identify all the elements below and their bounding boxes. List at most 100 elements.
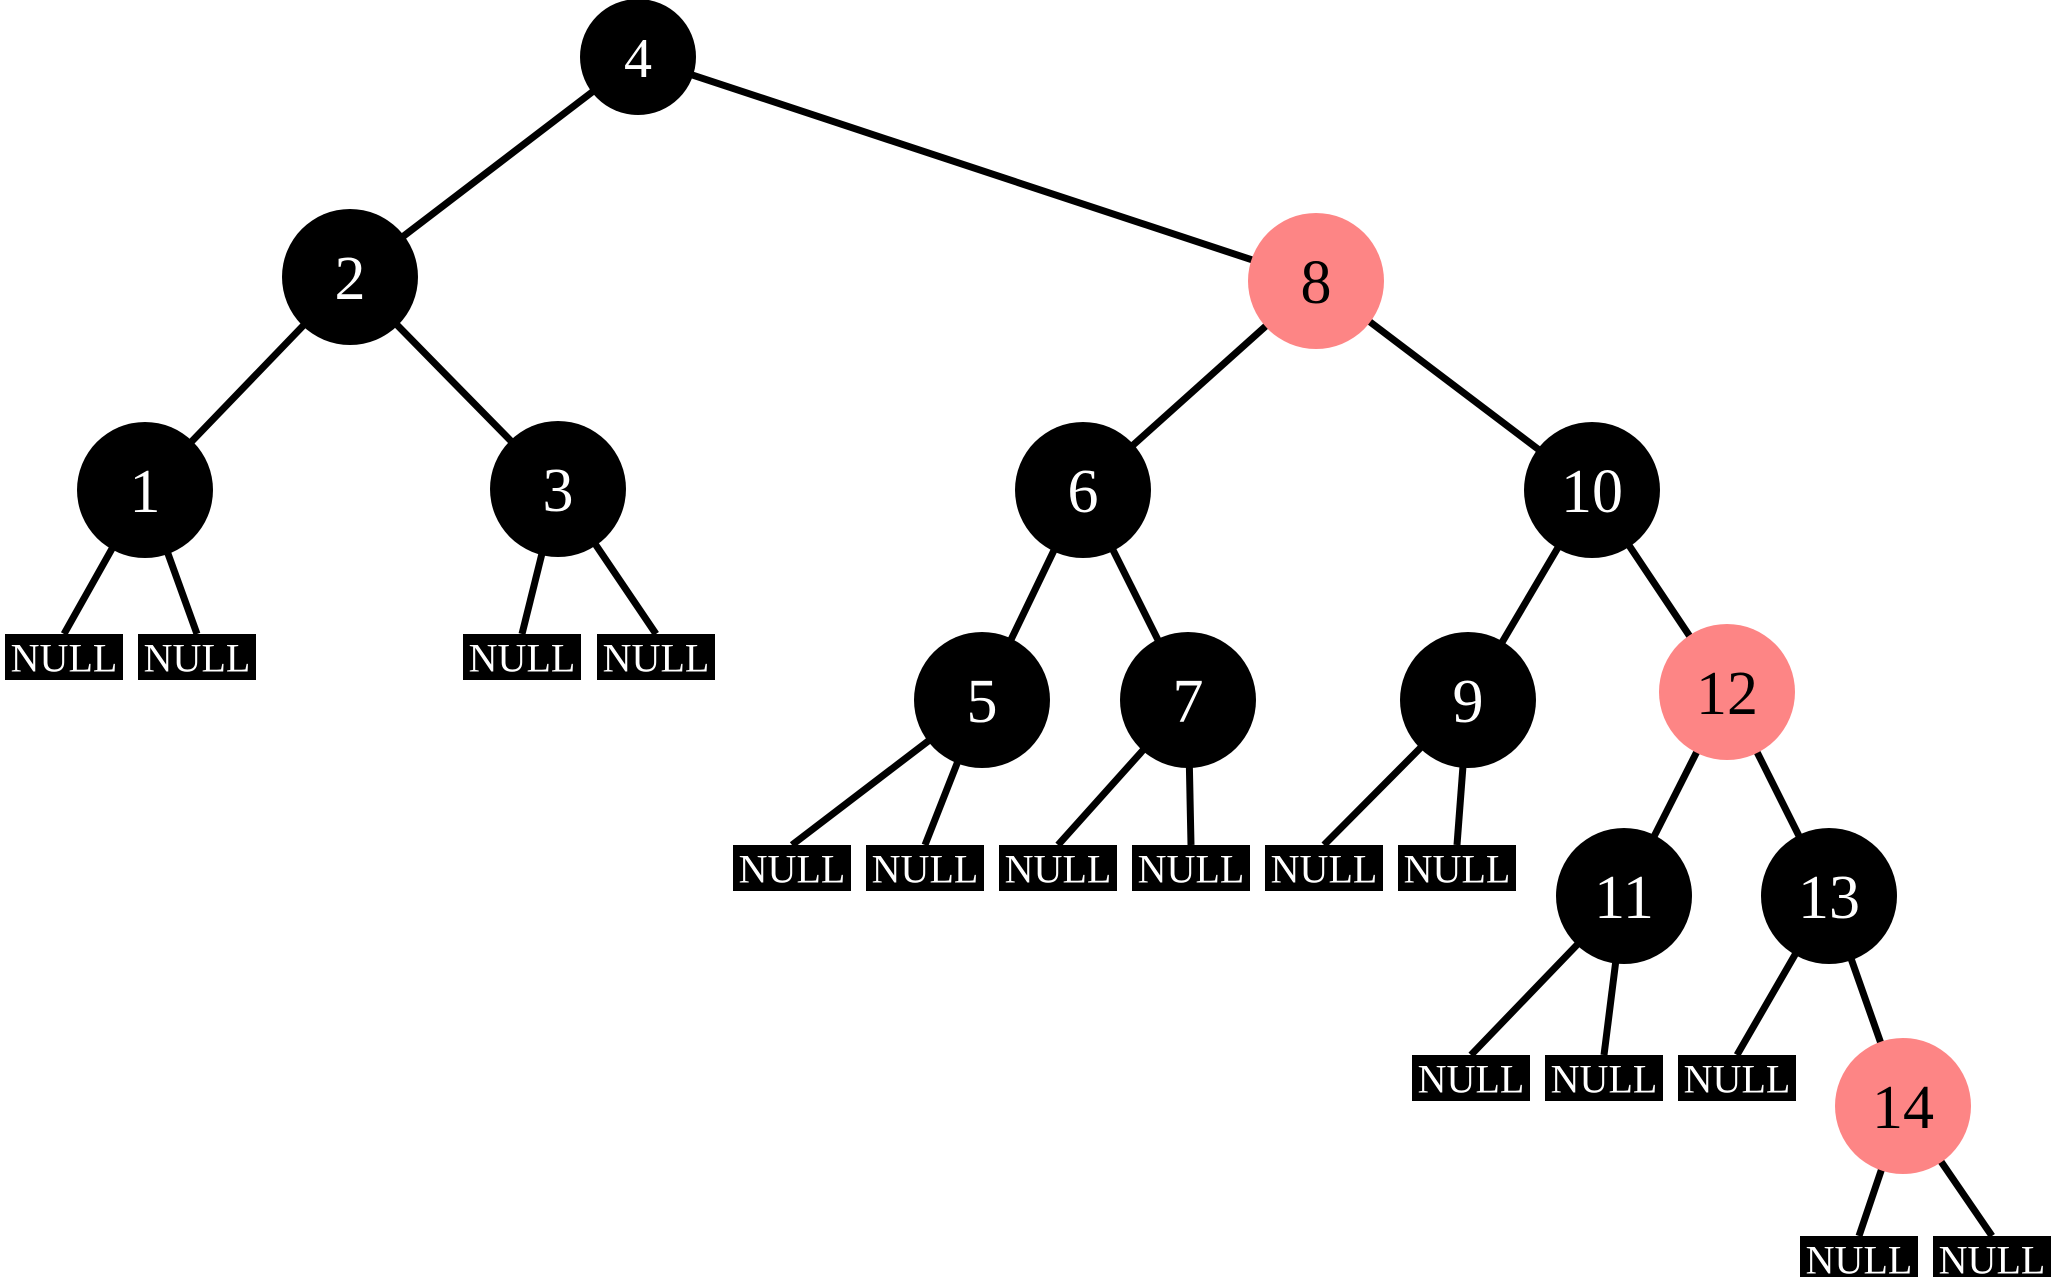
nil-box	[1933, 1236, 2051, 1277]
node-circle-black[interactable]	[1015, 422, 1151, 558]
tree-node-7[interactable]: 7	[1120, 632, 1256, 768]
tree-edge-12-11	[1647, 743, 1704, 845]
tree-edge-13-null	[1733, 946, 1803, 1057]
nil-label: NULL	[1271, 847, 1378, 892]
nil-label: NULL	[1939, 1238, 2046, 1277]
nil-label: NULL	[11, 636, 118, 681]
nil-leaf: NULL	[5, 634, 123, 681]
node-label: 12	[1696, 660, 1758, 728]
tree-edge-2-1	[183, 317, 312, 450]
nil-leaf: NULL	[1545, 1055, 1663, 1102]
node-circle-red[interactable]	[1835, 1038, 1971, 1174]
tree-edge-4-8	[685, 69, 1261, 266]
nil-leaf: NULL	[1398, 845, 1516, 892]
node-circle-black[interactable]	[1761, 828, 1897, 964]
nil-box	[1678, 1055, 1796, 1101]
node-label: 2	[335, 245, 366, 313]
nil-label: NULL	[1551, 1057, 1658, 1102]
tree-edge-5-null	[789, 733, 937, 848]
node-circle-black[interactable]	[580, 0, 696, 115]
node-label: 11	[1594, 864, 1654, 932]
node-circle-black[interactable]	[77, 422, 213, 558]
nil-box	[1412, 1055, 1530, 1101]
node-label: 8	[1301, 249, 1332, 317]
node-circle-black[interactable]	[282, 209, 418, 345]
node-circle-black[interactable]	[914, 632, 1050, 768]
tree-node-14[interactable]: 14	[1835, 1038, 1971, 1174]
tree-edge-11-null	[1600, 954, 1621, 1056]
tree-edge-13-14	[1845, 951, 1887, 1051]
tree-edge-3-null	[588, 536, 659, 636]
tree-edge-8-6	[1125, 318, 1274, 453]
tree-node-8[interactable]: 8	[1248, 213, 1384, 349]
tree-node-1[interactable]: 1	[77, 422, 213, 558]
nil-box	[5, 634, 123, 680]
tree-edge-3-null	[518, 546, 547, 635]
nil-label: NULL	[144, 636, 251, 681]
tree-edge-14-null	[1933, 1153, 1995, 1238]
tree-node-13[interactable]: 13	[1761, 828, 1897, 964]
tree-node-12[interactable]: 12	[1659, 624, 1795, 760]
node-circle-black[interactable]	[1400, 632, 1536, 768]
tree-edge-6-5	[1004, 542, 1061, 648]
nil-label: NULL	[469, 636, 576, 681]
nil-label: NULL	[739, 847, 846, 892]
node-label: 10	[1561, 458, 1623, 526]
nil-leaf: NULL	[1800, 1236, 1918, 1277]
tree-node-2[interactable]: 2	[282, 209, 418, 345]
tree-node-9[interactable]: 9	[1400, 632, 1536, 768]
tree-node-5[interactable]: 5	[914, 632, 1050, 768]
node-label: 5	[967, 668, 998, 736]
nil-box	[597, 634, 715, 680]
node-label: 1	[130, 458, 161, 526]
tree-edge-6-7	[1106, 541, 1165, 649]
tree-edge-10-12	[1622, 537, 1697, 645]
tree-node-3[interactable]: 3	[490, 421, 626, 557]
node-label: 6	[1068, 458, 1099, 526]
nil-leaf: NULL	[138, 634, 256, 681]
tree-edge-11-null	[1468, 936, 1586, 1058]
tree-edge-10-9	[1495, 539, 1565, 651]
node-circle-black[interactable]	[490, 421, 626, 557]
nil-leaf: NULL	[733, 845, 851, 892]
nil-box	[1132, 845, 1250, 891]
nil-label: NULL	[1684, 1057, 1791, 1102]
nil-leaf: NULL	[1678, 1055, 1796, 1102]
tree-node-10[interactable]: 10	[1524, 422, 1660, 558]
node-label: 7	[1173, 668, 1204, 736]
tree-edge-1-null	[60, 540, 119, 636]
nil-label: NULL	[1138, 847, 1245, 892]
edges-layer	[60, 69, 1995, 1238]
nil-leaf: NULL	[1265, 845, 1383, 892]
nil-leaf: NULL	[463, 634, 581, 681]
node-circle-red[interactable]	[1659, 624, 1795, 760]
node-circle-red[interactable]	[1248, 213, 1384, 349]
nil-leaf: NULL	[1132, 845, 1250, 892]
nil-leaf: NULL	[866, 845, 984, 892]
nil-box	[1265, 845, 1383, 891]
node-circle-black[interactable]	[1524, 422, 1660, 558]
nil-boxes-layer: NULL NULL NULL NULL NULL NULL NULL NULL NULL NULL…	[5, 634, 2051, 1277]
tree-edge-8-10	[1361, 314, 1547, 457]
nil-box	[866, 845, 984, 891]
nil-label: NULL	[603, 636, 710, 681]
nil-leaf: NULL	[999, 845, 1117, 892]
node-label: 13	[1798, 864, 1860, 932]
nil-label: NULL	[1404, 847, 1511, 892]
node-circle-black[interactable]	[1120, 632, 1256, 768]
node-circle-black[interactable]	[1556, 828, 1692, 964]
nil-label: NULL	[1005, 847, 1112, 892]
tree-edge-9-null	[1321, 739, 1429, 848]
nil-box	[1545, 1055, 1663, 1101]
node-label: 4	[624, 28, 652, 90]
nil-label: NULL	[1806, 1238, 1913, 1277]
nil-box	[1800, 1236, 1918, 1277]
nil-box	[1398, 845, 1516, 891]
tree-node-11[interactable]: 11	[1556, 828, 1692, 964]
nil-box	[463, 634, 581, 680]
tree-edge-7-null	[1185, 759, 1195, 846]
tree-node-6[interactable]: 6	[1015, 422, 1151, 558]
tree-node-4[interactable]: 4	[580, 0, 696, 115]
nil-label: NULL	[872, 847, 979, 892]
